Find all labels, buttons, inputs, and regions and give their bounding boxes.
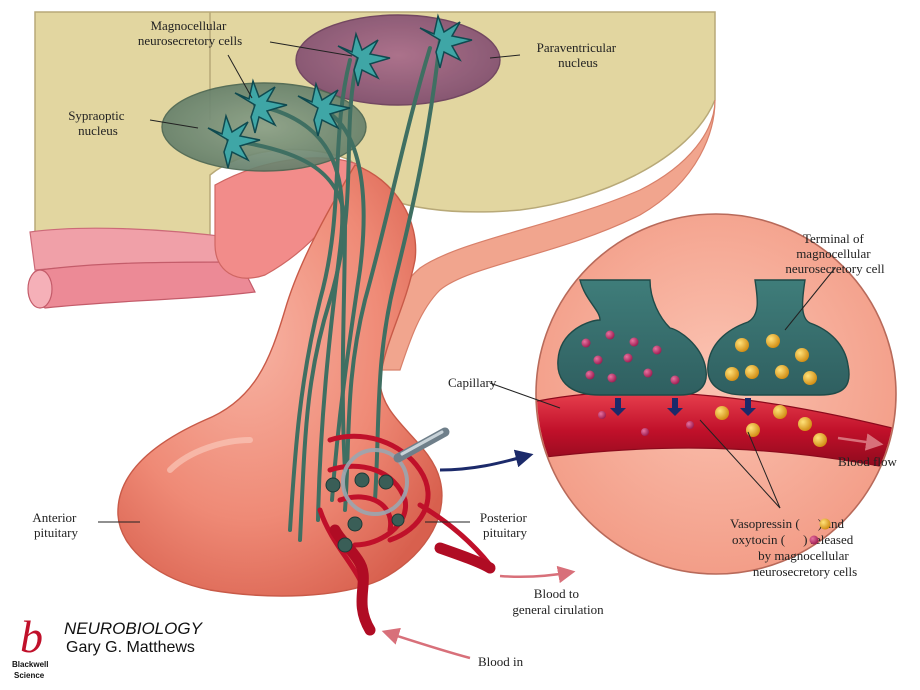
magnifier-handle-shine (400, 430, 444, 456)
book-author: Gary G. Matthews (66, 639, 195, 656)
svg-text:by magnocellular neurose: by magnocellular neurosecretory cells (753, 548, 857, 579)
label-anterior-pituitary: Anterior pituitary (32, 510, 79, 540)
zoom-arrow (439, 449, 534, 472)
leader-lines (98, 41, 836, 523)
optic-nerve-end (27, 269, 53, 309)
label-hormones: Vasopressin () and oxytocin () released … (730, 516, 857, 579)
oxytocin-granules (581, 330, 694, 436)
blood-in-arrow (381, 627, 471, 660)
axon-terminals (325, 472, 405, 553)
blood-out-arrow (499, 565, 576, 584)
label-blood-flow: Blood flow (838, 454, 897, 469)
vasopressin-granules (715, 334, 827, 447)
label-posterior-pituitary: Posterior pituitary (480, 510, 530, 540)
publisher-name-line2: Science (14, 671, 45, 680)
label-blood-in: Blood in (478, 654, 524, 669)
label-paraventricular-nucleus: Paraventricular nucleus (537, 40, 620, 70)
publisher-logo-letter: b (20, 611, 43, 662)
vasopressin-legend-dot (819, 518, 831, 530)
label-supraoptic-nucleus: Sypraoptic nucleus (68, 108, 128, 138)
terminal-oxytocin (557, 279, 707, 396)
label-capillary: Capillary (448, 375, 497, 390)
optic-tract (31, 261, 256, 309)
blood-flow-arrow (837, 433, 884, 451)
magnocellular-axons (226, 38, 442, 542)
label-blood-to-circulation: Blood to general cirulation (512, 586, 604, 617)
publisher-logo: b Blackwell Science (12, 611, 48, 680)
release-arrows (610, 398, 756, 416)
blood-vessel-outflow (434, 542, 496, 574)
pituitary-highlight (167, 437, 253, 473)
book-title: NEUROBIOLOGY (64, 619, 204, 638)
oxytocin-legend-dot (809, 535, 819, 545)
label-terminal: Terminal of magnocellular neurosecretory… (785, 231, 885, 276)
magnifier-lens (341, 448, 409, 516)
label-magnocellular-cells: Magnocellular neurosecretory cells (138, 18, 242, 48)
neuron-cell-bodies (207, 13, 473, 169)
publisher-name-line1: Blackwell (12, 660, 48, 669)
